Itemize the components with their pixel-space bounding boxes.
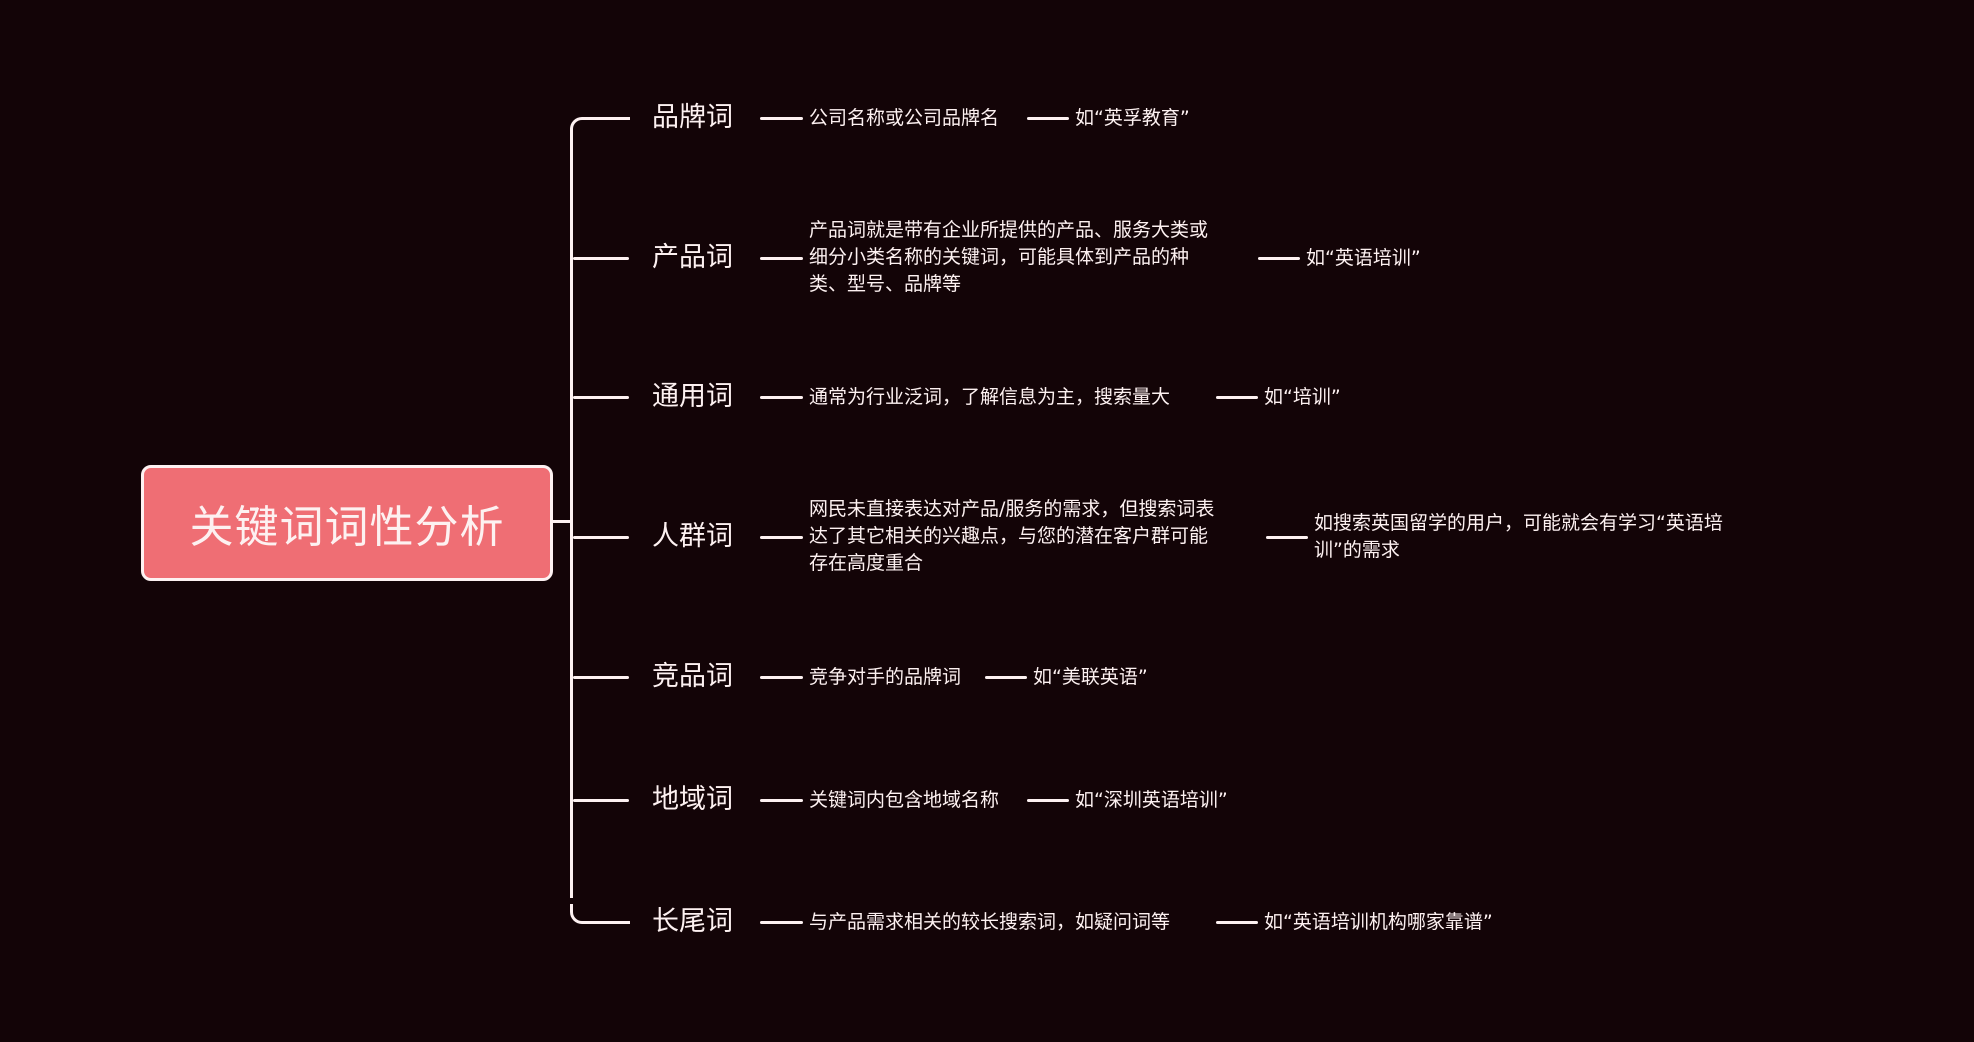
desc-connector [760, 799, 803, 802]
root-connector [552, 520, 572, 523]
branch-generic-word[interactable]: 通用词 [652, 382, 733, 412]
branch-longtail-example[interactable]: 如“英语培训机构哪家靠谱” [1264, 909, 1493, 936]
branch-label: 产品词 [652, 242, 733, 273]
description-line: 关键词内包含地域名称 [809, 789, 1000, 811]
branch-product-description[interactable]: 产品词就是带有企业所提供的产品、服务大类或 细分小类名称的关键词，可能具体到产品… [809, 217, 1259, 298]
branch-product-example[interactable]: 如“英语培训” [1306, 245, 1421, 272]
branch-connector-0-tip [628, 117, 630, 120]
branch-audience-example[interactable]: 如搜索英国留学的用户，可能就会有学习“英语培 训”的需求 [1314, 510, 1784, 564]
branch-connector-1 [573, 257, 629, 260]
example-connector [1216, 921, 1258, 924]
example-line: 如“英语培训” [1306, 247, 1421, 269]
branch-longtail-word[interactable]: 长尾词 [652, 907, 733, 937]
desc-connector [760, 921, 803, 924]
branch-longtail-description[interactable]: 与产品需求相关的较长搜索词，如疑问词等 [809, 909, 1170, 936]
branch-label: 人群词 [652, 521, 733, 552]
example-connector [1027, 799, 1069, 802]
description-line: 与产品需求相关的较长搜索词，如疑问词等 [809, 911, 1171, 933]
branch-connector-6-tip [628, 921, 630, 924]
root-label: 关键词词性分析 [189, 502, 505, 553]
example-connector [985, 676, 1027, 679]
branch-connector-5 [573, 799, 629, 802]
trunk-bottom-elbow [570, 904, 630, 924]
branch-label: 长尾词 [652, 906, 733, 937]
trunk-line [570, 135, 573, 898]
branch-label: 品牌词 [652, 102, 733, 133]
branch-competitor-description[interactable]: 竞争对手的品牌词 [809, 664, 961, 691]
description-line: 细分小类名称的关键词，可能具体到产品的种 [809, 246, 1190, 268]
description-line: 通常为行业泛词，了解信息为主，搜索量大 [809, 386, 1171, 408]
example-connector [1258, 257, 1300, 260]
branch-label: 地域词 [652, 784, 733, 815]
branch-brand-word[interactable]: 品牌词 [652, 103, 733, 133]
desc-connector [760, 117, 803, 120]
example-line: 训”的需求 [1314, 539, 1400, 561]
example-line: 如“英语培训机构哪家靠谱” [1264, 911, 1493, 933]
example-connector [1027, 117, 1069, 120]
desc-connector [760, 676, 803, 679]
trunk-top-elbow [570, 117, 630, 137]
example-line: 如搜索英国留学的用户，可能就会有学习“英语培 [1314, 512, 1723, 534]
branch-connector-2 [573, 396, 629, 399]
description-line: 网民未直接表达对产品/服务的需求，但搜索词表 [809, 498, 1215, 520]
branch-brand-description[interactable]: 公司名称或公司品牌名 [809, 105, 999, 132]
branch-label: 竞品词 [652, 661, 733, 692]
desc-connector [760, 257, 803, 260]
desc-connector [760, 396, 803, 399]
branch-audience-description[interactable]: 网民未直接表达对产品/服务的需求，但搜索词表 达了其它相关的兴趣点，与您的潜在客… [809, 496, 1269, 577]
example-connector [1266, 536, 1308, 539]
description-line: 存在高度重合 [809, 552, 924, 574]
example-line: 如“英孚教育” [1075, 107, 1190, 129]
description-line: 类、型号、品牌等 [809, 273, 962, 295]
branch-audience-word[interactable]: 人群词 [652, 522, 733, 552]
branch-generic-example[interactable]: 如“培训” [1264, 384, 1341, 411]
branch-label: 通用词 [652, 381, 733, 412]
example-line: 如“培训” [1264, 386, 1341, 408]
example-connector [1216, 396, 1258, 399]
example-line: 如“美联英语” [1033, 666, 1148, 688]
branch-region-example[interactable]: 如“深圳英语培训” [1075, 787, 1228, 814]
branch-generic-description[interactable]: 通常为行业泛词，了解信息为主，搜索量大 [809, 384, 1170, 411]
description-line: 公司名称或公司品牌名 [809, 107, 1000, 129]
branch-brand-example[interactable]: 如“英孚教育” [1075, 105, 1190, 132]
description-line: 产品词就是带有企业所提供的产品、服务大类或 [809, 219, 1209, 241]
root-node[interactable]: 关键词词性分析 [141, 465, 553, 581]
desc-connector [760, 536, 803, 539]
branch-connector-3 [573, 536, 629, 539]
branch-product-word[interactable]: 产品词 [652, 243, 733, 273]
branch-connector-4 [573, 676, 629, 679]
branch-region-word[interactable]: 地域词 [652, 785, 733, 815]
branch-region-description[interactable]: 关键词内包含地域名称 [809, 787, 999, 814]
branch-competitor-example[interactable]: 如“美联英语” [1033, 664, 1148, 691]
branch-competitor-word[interactable]: 竞品词 [652, 662, 733, 692]
example-line: 如“深圳英语培训” [1075, 789, 1228, 811]
description-line: 竞争对手的品牌词 [809, 666, 962, 688]
description-line: 达了其它相关的兴趣点，与您的潜在客户群可能 [809, 525, 1209, 547]
